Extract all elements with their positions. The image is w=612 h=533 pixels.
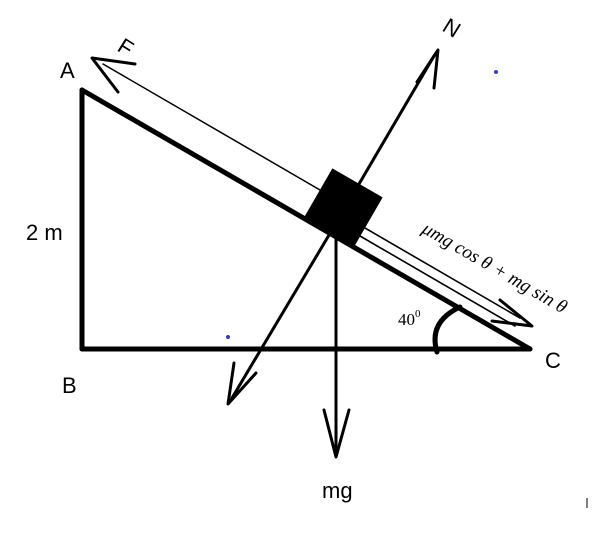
vertex-c-label: C [545, 348, 561, 373]
degree-mark: 0 [415, 308, 421, 320]
force-n-label: N [438, 13, 465, 43]
applied-force-arrow [90, 56, 321, 191]
weight-label: mg [322, 478, 353, 503]
friction-force-arrow [359, 227, 534, 328]
stray-dot [494, 70, 498, 74]
weight-force-arrow [322, 223, 351, 459]
stray-dot [226, 335, 230, 339]
vertex-a-label: A [60, 58, 75, 83]
height-label: 2 m [26, 220, 63, 245]
vertex-b-label: B [62, 373, 77, 398]
block [303, 168, 383, 248]
angle-label: 400 [398, 308, 421, 329]
angle-arc [432, 304, 463, 355]
force-f-label: F [113, 33, 138, 61]
normal-reaction-arrow [226, 223, 337, 406]
